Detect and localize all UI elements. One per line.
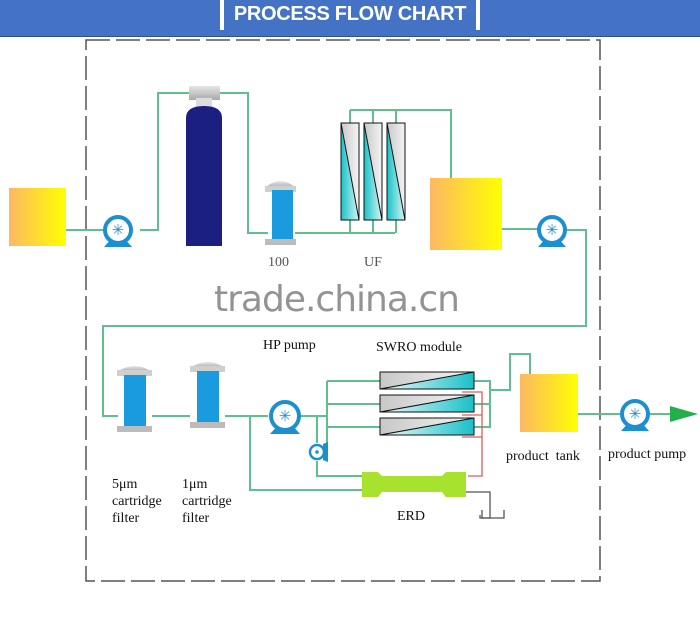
label-mf: 100 xyxy=(268,255,289,270)
outlet-arrow-icon xyxy=(670,406,698,422)
media-filter-tank xyxy=(186,86,222,246)
watermark: trade.china.cn xyxy=(214,279,460,320)
title-box: PROCESS FLOW CHART xyxy=(220,0,480,30)
label-filter-5um-line2: cartridge xyxy=(112,494,162,509)
label-filter-5um-line1: 5μm xyxy=(112,477,138,492)
svg-text:✳: ✳ xyxy=(112,223,125,239)
label-swro-module: SWRO module xyxy=(376,340,462,355)
label-product-tank: product tank xyxy=(506,449,580,464)
concentrate-pipe xyxy=(462,391,483,477)
security-filter xyxy=(265,181,296,245)
label-filter-5um: 5μm cartridge filter xyxy=(112,476,162,527)
label-hp-pump: HP pump xyxy=(263,338,316,353)
svg-text:✳: ✳ xyxy=(279,409,292,425)
svg-text:✳: ✳ xyxy=(629,407,642,423)
uf-water-tank xyxy=(430,178,502,250)
system-boundary xyxy=(85,39,601,582)
pipes xyxy=(66,92,672,491)
cartridge-filter-5um xyxy=(117,366,152,432)
hp-pump-icon: ✳ xyxy=(269,400,301,434)
label-erd: ERD xyxy=(397,509,425,524)
raw-water-tank xyxy=(9,188,66,246)
label-filter-1um: 1μm cartridge filter xyxy=(182,476,232,527)
cartridge-filter-1um xyxy=(190,362,225,428)
label-filter-1um-line1: 1μm xyxy=(182,477,208,492)
feed-pump-icon: ✳ xyxy=(103,215,133,247)
label-product-pump: product pump xyxy=(608,447,687,462)
svg-text:✳: ✳ xyxy=(546,223,559,239)
erd-device xyxy=(362,472,466,497)
product-tank xyxy=(520,374,578,432)
drain xyxy=(466,491,491,519)
label-uf: UF xyxy=(364,255,382,270)
label-filter-1um-line3: filter xyxy=(182,511,210,526)
label-filter-5um-line3: filter xyxy=(112,511,140,526)
swro-modules xyxy=(379,371,475,436)
page-title: PROCESS FLOW CHART xyxy=(233,3,467,25)
booster-pump-icon: ✳ xyxy=(537,215,567,247)
header-bar: PROCESS FLOW CHART xyxy=(0,0,700,37)
erd-booster-pump-icon xyxy=(308,442,328,462)
drain-basin xyxy=(481,510,505,519)
label-filter-1um-line2: cartridge xyxy=(182,494,232,509)
product-pump-icon: ✳ xyxy=(620,399,650,431)
uf-modules xyxy=(340,122,406,221)
